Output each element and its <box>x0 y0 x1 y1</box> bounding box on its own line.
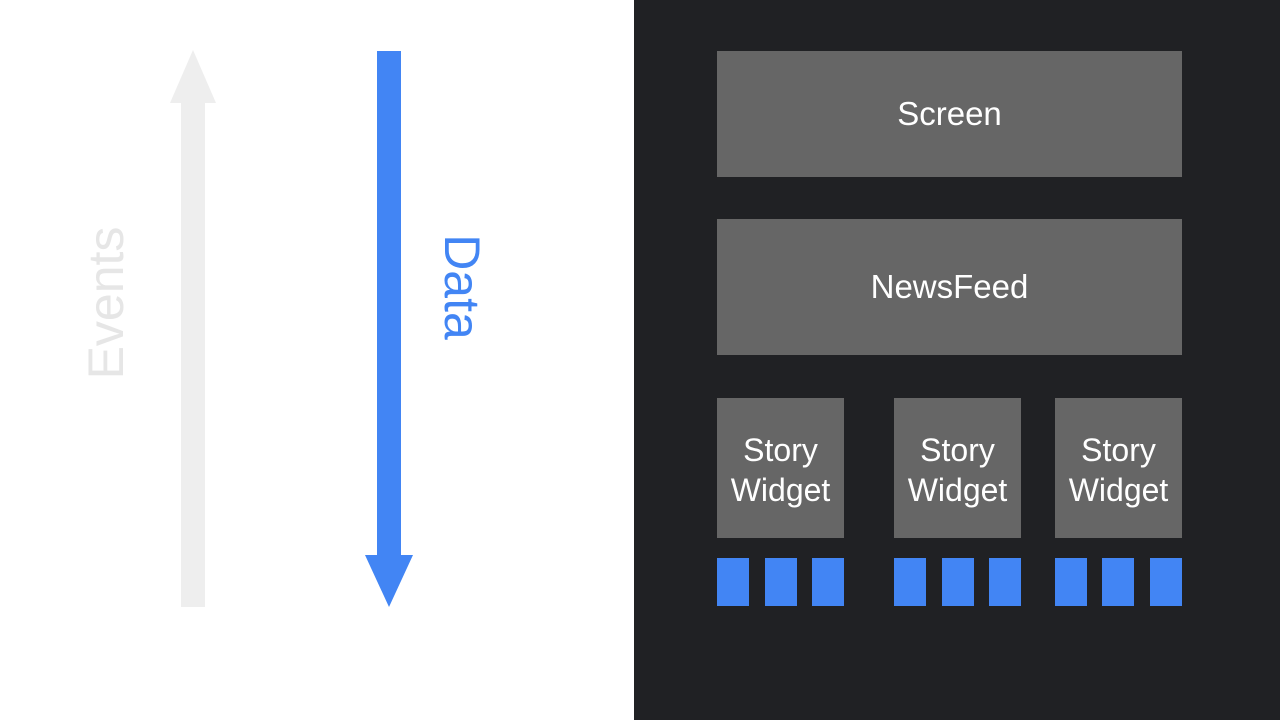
data-arrowhead <box>365 555 413 607</box>
leaf-widget-square <box>1102 558 1134 606</box>
screen-label: Screen <box>897 95 1002 132</box>
leaf-widget-square <box>1150 558 1182 606</box>
events-label: Events <box>78 226 134 380</box>
events-arrowhead <box>170 50 216 103</box>
screen-box: Screen <box>717 51 1182 177</box>
data-arrow-shaft <box>377 51 401 557</box>
leaf-widget-square <box>1055 558 1087 606</box>
story-widget-label-line1: Story <box>1081 431 1156 468</box>
story-widget-box: Story Widget <box>717 398 844 538</box>
story-widget-label-line1: Story <box>743 431 818 468</box>
newsfeed-label: NewsFeed <box>870 268 1029 305</box>
leaf-widget-square <box>894 558 926 606</box>
story-widget-label-line1: Story <box>920 431 995 468</box>
leaf-widget-square <box>989 558 1021 606</box>
leaf-widget-square <box>942 558 974 606</box>
data-arrow <box>365 51 413 607</box>
newsfeed-box: NewsFeed <box>717 219 1182 355</box>
story-widget-box: Story Widget <box>1055 398 1182 538</box>
story-widget-label-line2: Widget <box>907 471 1008 508</box>
leaf-widget-square <box>717 558 749 606</box>
story-widget-label-line2: Widget <box>1068 471 1169 508</box>
leaf-widget-square <box>765 558 797 606</box>
leaf-widget-square <box>812 558 844 606</box>
widget-tree-panel: Screen NewsFeed Story Widget Story Widge… <box>634 0 1280 720</box>
story-widget-label-line2: Widget <box>730 471 831 508</box>
story-widget-box: Story Widget <box>894 398 1021 538</box>
flow-arrows <box>170 50 413 607</box>
left-panel: Events Data <box>0 0 634 720</box>
events-arrow <box>170 50 216 607</box>
data-label: Data <box>434 234 490 340</box>
events-arrow-shaft <box>181 100 205 607</box>
